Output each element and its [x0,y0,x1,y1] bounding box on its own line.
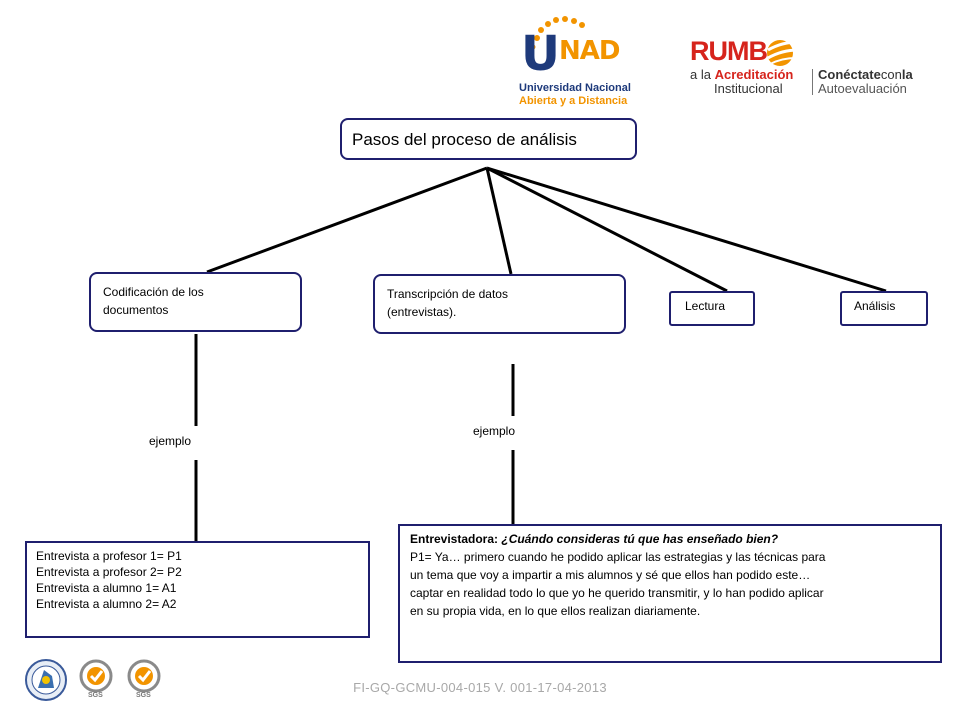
rumbo-right-line2: Autoevaluación [818,81,907,96]
step-analisis: Análisis [840,291,928,326]
interview-box: Entrevistadora: ¿Cuándo consideras tú qu… [398,524,942,663]
code-line: Entrevista a profesor 1= P1 [36,549,182,563]
code-line: Entrevista a profesor 2= P2 [36,565,182,579]
code-line: Entrevista a alumno 1= A1 [36,581,177,595]
interview-answer-line: un tema que voy a impartir a mis alumnos… [410,568,811,582]
step-analisis-label: Análisis [854,299,896,313]
step-transcripcion-line1: Transcripción de datos [387,287,508,301]
interview-question: ¿Cuándo consideras tú que has enseñado b… [501,532,779,546]
step-transcripcion: Transcripción de datos (entrevistas). [373,274,626,334]
step-lectura: Lectura [669,291,755,326]
step-codificacion-line1: Codificación de los [103,285,204,299]
colombia-seal-icon [25,659,67,701]
rumbo-divider [812,69,813,95]
code-line: Entrevista a alumno 2= A2 [36,597,177,611]
codes-box: Entrevista a profesor 1= P1 Entrevista a… [25,541,370,638]
diagram-title: Pasos del proceso de análisis [352,130,577,149]
connector-lectura [486,166,728,293]
unad-wordmark-u: U [521,26,560,82]
interview-speaker: Entrevistadora: [410,532,502,546]
rumbo-globe-icon [767,40,799,66]
interview-answer-line: P1= Ya… primero cuando he podido aplicar… [410,550,826,564]
step-codificacion: Codificación de los documentos [89,272,302,332]
connector-analisis [486,166,887,293]
unad-wordmark-nad: NAD [559,36,620,66]
step-lectura-label: Lectura [685,299,726,313]
rumbo-right-line1-c: la [901,67,913,82]
footer-document-code: FI-GQ-GCMU-004-015 V. 001-17-04-2013 [353,680,607,695]
example-label-right: ejemplo [473,424,516,438]
step-transcripcion-line2: (entrevistas). [387,305,457,319]
unad-name-line2: Abierta y a Distancia [519,95,628,107]
example-label-left: ejemplo [149,434,192,448]
step-codificacion-line2: documentos [103,303,169,317]
rumbo-right-line1-b: con [880,67,902,82]
unad-wordmark: U [521,30,560,78]
rumbo-line1-bold: Acreditación [714,67,794,82]
connector-codificacion [206,166,488,274]
sgs-badge-icon [127,659,161,693]
rumbo-line1-prefix: a la [690,67,715,82]
unad-name-line1: Universidad Nacional [519,82,631,94]
rumbo-word: RUMB [690,36,768,66]
sgs-badge-icon [79,659,113,693]
interview-answer-line: captar en realidad todo lo que yo he que… [410,586,824,600]
rumbo-right-line1-a: Conéctate [818,67,881,82]
certification-badges: SGS SGS [24,656,174,706]
rumbo-logo: RUMB a la Acreditación Institucional Con… [688,36,928,96]
diagram-title-box: Pasos del proceso de análisis [340,118,637,160]
connector-transcripcion [485,167,513,275]
rumbo-line2: Institucional [714,81,783,96]
unad-dots-icon [530,16,585,50]
unad-logo: U NAD Universidad Nacional Abierta y a D… [515,16,640,108]
sgs-badge-label: SGS [136,692,151,699]
sgs-badge-label: SGS [88,692,103,699]
interview-answer-line: en su propia vida, en lo que ellos reali… [410,604,701,618]
